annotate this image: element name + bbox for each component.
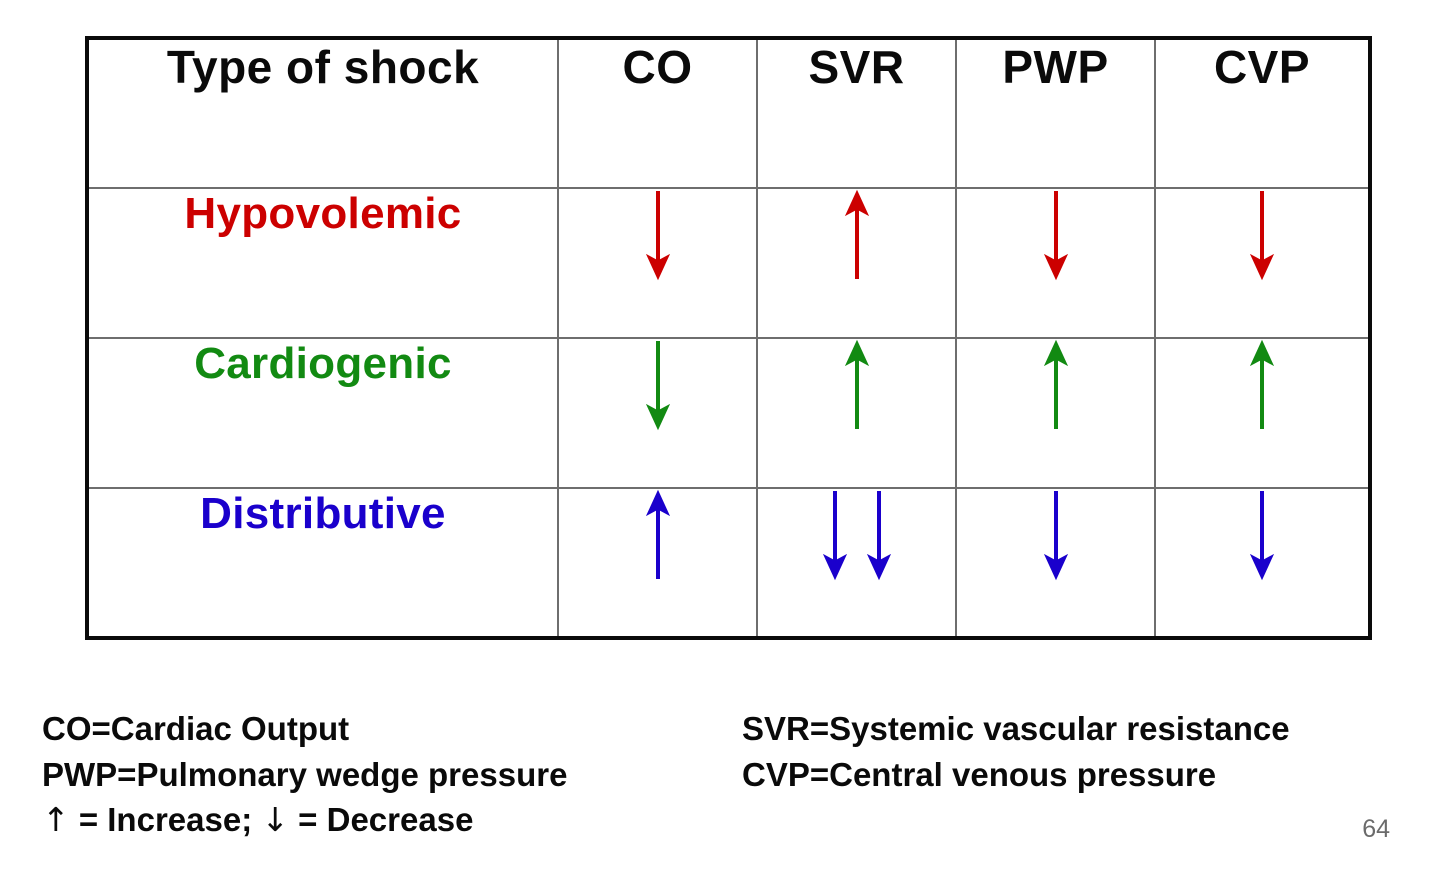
legend-decrease-text: = Decrease [289, 801, 474, 839]
up-arrow-icon [1156, 339, 1368, 439]
table-row: Hypovolemic [86, 187, 1371, 339]
cell-cardiogenic-cvp [1154, 337, 1371, 489]
up-arrow-icon [559, 489, 756, 589]
cell-hypovolemic-pwp [955, 187, 1156, 339]
cell-cardiogenic-svr [756, 337, 957, 489]
row-label-hypovolemic: Hypovolemic [86, 187, 559, 339]
slide-number: 64 [1362, 815, 1390, 843]
down-arrow-icon [758, 489, 955, 589]
row-label-cardiogenic: Cardiogenic [86, 337, 559, 489]
column-header-cvp: CVP [1154, 37, 1371, 189]
shock-comparison-table: Type of shock CO SVR PWP CVP Hypovolemic… [85, 36, 1372, 640]
up-arrow-icon [758, 189, 955, 289]
down-arrow-icon [1156, 489, 1368, 589]
cell-distributive-svr [756, 487, 957, 639]
column-header-pwp: PWP [955, 37, 1156, 189]
cell-cardiogenic-co [557, 337, 758, 489]
table-row: Distributive [86, 487, 1371, 639]
cell-distributive-co [557, 487, 758, 639]
column-header-svr: SVR [756, 37, 957, 189]
column-header-co: CO [557, 37, 758, 189]
down-arrow-icon [559, 339, 756, 439]
down-arrow-icon [957, 489, 1154, 589]
row-label-distributive: Distributive [86, 487, 559, 639]
down-arrow-icon [1156, 189, 1368, 289]
legend-svr: SVR=Systemic vascular resistance [742, 710, 1290, 747]
table-row: Cardiogenic [86, 337, 1371, 489]
legend-key: ↑ = Increase; ↓ = Decrease [42, 797, 742, 843]
down-arrow-icon [559, 189, 756, 289]
up-arrow-icon [758, 339, 955, 439]
legend-pwp: PWP=Pulmonary wedge pressure [42, 755, 568, 793]
up-arrow-icon [957, 339, 1154, 439]
legend-co: CO=Cardiac Output [42, 710, 350, 747]
cell-hypovolemic-svr [756, 187, 957, 339]
cell-hypovolemic-co [557, 187, 758, 339]
legend-increase-text: = Increase; [69, 801, 262, 839]
table-header-row: Type of shock CO SVR PWP CVP [86, 37, 1371, 189]
cell-hypovolemic-cvp [1154, 187, 1371, 339]
down-arrow-icon [957, 189, 1154, 289]
cell-distributive-cvp [1154, 487, 1371, 639]
column-header-type-of-shock: Type of shock [86, 37, 559, 189]
down-arrow-icon: ↓ [261, 800, 290, 840]
legend: CO=Cardiac Output SVR=Systemic vascular … [42, 706, 1402, 843]
legend-cvp: CVP=Central venous pressure [742, 755, 1217, 793]
cell-distributive-pwp [955, 487, 1156, 639]
up-arrow-icon: ↑ [42, 800, 70, 840]
cell-cardiogenic-pwp [955, 337, 1156, 489]
